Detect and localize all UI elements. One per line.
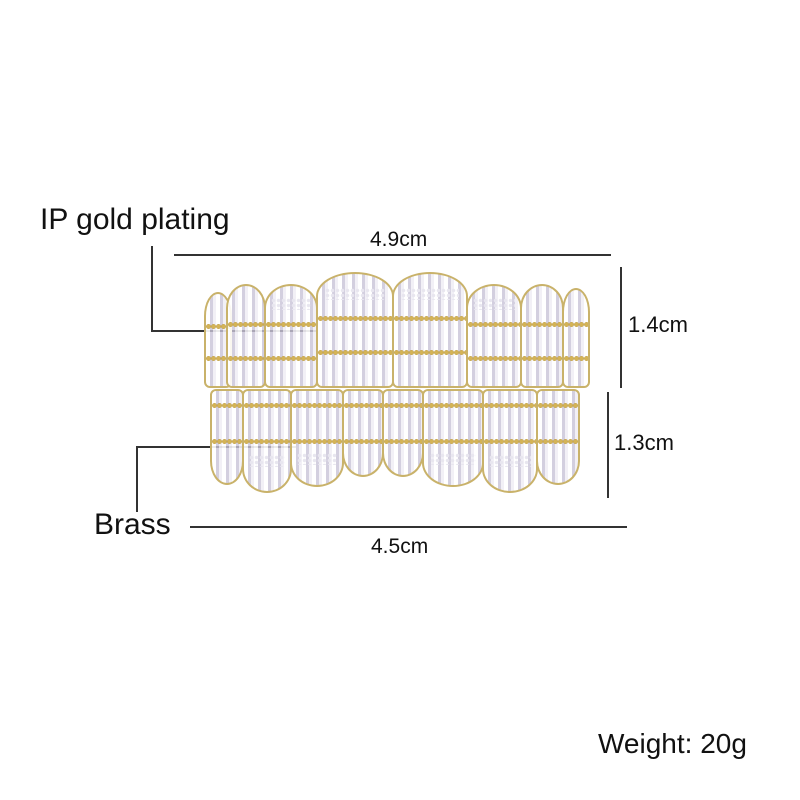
width-top-label: 4.9cm <box>370 228 428 251</box>
lower-tooth <box>482 389 538 493</box>
upper-tooth <box>392 272 468 388</box>
material-top-label: IP gold plating <box>40 203 230 236</box>
lower-tooth <box>242 389 292 493</box>
material-bottom-label: Brass <box>94 508 171 541</box>
upper-tooth <box>562 288 590 388</box>
lower-tooth <box>536 389 580 485</box>
width-bottom-dimension-line <box>190 526 627 528</box>
height-top-dimension-line <box>620 267 622 388</box>
upper-tooth <box>316 272 394 388</box>
width-bottom-label: 4.5cm <box>371 535 429 558</box>
width-top-dimension-line <box>174 254 611 256</box>
lower-tooth <box>422 389 484 487</box>
material-bottom-leader-vertical <box>136 446 138 512</box>
height-top-label: 1.4cm <box>628 312 688 337</box>
lower-tooth <box>210 389 244 485</box>
lower-tooth <box>290 389 344 487</box>
weight-label: Weight: 20g <box>598 728 747 759</box>
lower-tooth <box>342 389 384 477</box>
upper-tooth <box>466 284 522 388</box>
height-bottom-dimension-line <box>607 392 609 498</box>
lower-tooth <box>382 389 424 477</box>
upper-tooth <box>264 284 318 388</box>
height-bottom-label: 1.3cm <box>614 430 674 455</box>
upper-tooth <box>520 284 564 388</box>
material-top-leader-vertical <box>151 246 153 332</box>
lower-grill-image <box>208 385 588 497</box>
upper-grill-image <box>200 272 592 390</box>
upper-tooth <box>226 284 266 388</box>
